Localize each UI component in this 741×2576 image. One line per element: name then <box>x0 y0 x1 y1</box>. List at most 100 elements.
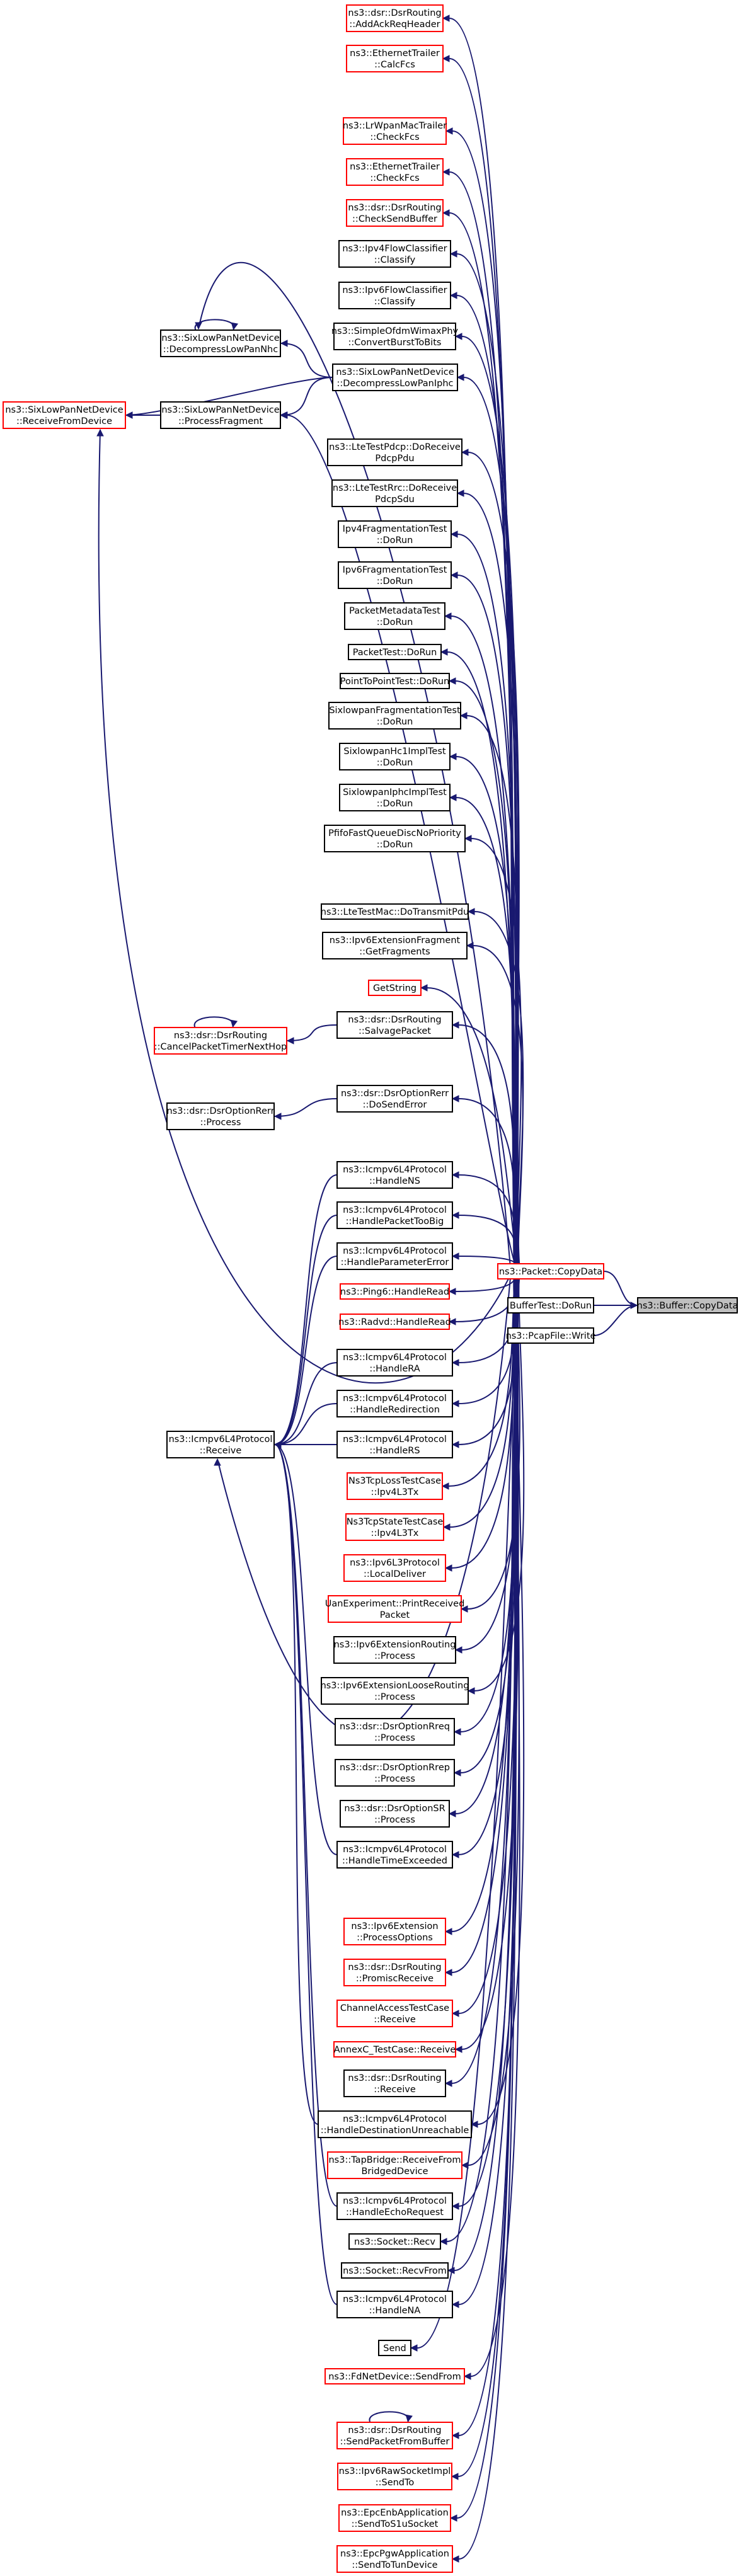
edge-n20-to-copydata-arrowhead <box>459 712 468 719</box>
node-ns3-socket-recv[interactable]: ns3::Socket::Recv <box>348 2233 441 2250</box>
node-ns3-icmpv6l4protocol-handlers[interactable]: ns3::Icmpv6L4Protocol::HandleRS <box>336 1431 453 1458</box>
node-label-line: SixlowpanHc1ImplTest <box>343 747 445 757</box>
edge-n30-to-copydata-arrowhead <box>451 1095 459 1102</box>
node-ns3tcplosstestcase-ipv4l3tx[interactable]: Ns3TcpLossTestCase::Ipv4L3Tx <box>347 1472 443 1500</box>
node-ns3-socket-recvfrom[interactable]: ns3::Socket::RecvFrom <box>341 2262 449 2279</box>
node-ns3-dsr-dsrrouting-receive[interactable]: ns3::dsr::DsrRouting::Receive <box>343 2069 446 2097</box>
node-ns3-ipv6extensionrouting-process[interactable]: ns3::Ipv6ExtensionRouting::Process <box>333 1636 456 1664</box>
node-ns3-sixlowpannetdevice-decompresslowpannhc[interactable]: ns3::SixLowPanNetDevice::DecompressLowPa… <box>160 329 281 357</box>
node-sixlowpanfragmentationtest-dorun[interactable]: SixlowpanFragmentationTest::DoRun <box>328 702 461 730</box>
node-ns3-epcenbapplication-sendtos1usocket[interactable]: ns3::EpcEnbApplication::SendToS1uSocket <box>338 2504 451 2532</box>
edge-n24-to-copydata-arrowhead <box>467 908 475 915</box>
node-label-line: ns3::LrWpanMacTrailer <box>343 121 447 131</box>
edge-n10-to-n12 <box>280 377 333 416</box>
node-ns3-dsr-dsrrouting-checksendbuffer[interactable]: ns3::dsr::DsrRouting::CheckSendBuffer <box>346 199 444 227</box>
node-channelaccesstestcase-receive[interactable]: ChannelAccessTestCase::Receive <box>336 2000 453 2027</box>
node-label-line: ::SalvagePacket <box>359 1026 431 1036</box>
node-box <box>343 1918 446 1945</box>
node-ns3-sixlowpannetdevice-processfragment[interactable]: ns3::SixLowPanNetDevice::ProcessFragment <box>160 401 281 429</box>
node-ns3-sixlowpannetdevice-receivefromdevice[interactable]: ns3::SixLowPanNetDevice::ReceiveFromDevi… <box>3 401 126 429</box>
node-ns3-ping6-handleread[interactable]: ns3::Ping6::HandleRead <box>340 1283 450 1300</box>
node-pointtopointtest-dorun[interactable]: PointToPointTest::DoRun <box>340 673 450 689</box>
edge-n54-to-copydata-arrowhead <box>444 1928 452 1935</box>
edge-n62-to-copydata-arrowhead <box>439 2238 447 2245</box>
node-box <box>340 673 450 689</box>
node-box <box>346 158 444 186</box>
node-ns3-pcapfile-write[interactable]: ns3::PcapFile::Write <box>506 1327 596 1344</box>
node-ns3-icmpv6l4protocol-handlens[interactable]: ns3::Icmpv6L4Protocol::HandleNS <box>336 1161 453 1189</box>
node-ns3-sixlowpannetdevice-decompresslowpaniphc[interactable]: ns3::SixLowPanNetDevice::DecompressLowPa… <box>332 364 458 391</box>
node-box <box>336 1011 453 1039</box>
node-ns3-icmpv6l4protocol-handlera[interactable]: ns3::Icmpv6L4Protocol::HandleRA <box>336 1349 453 1377</box>
node-ns3-ipv6l3protocol-localdeliver[interactable]: ns3::Ipv6L3Protocol::LocalDeliver <box>343 1554 446 1582</box>
node-sixlowpanhc1impltest-dorun[interactable]: SixlowpanHc1ImplTest::DoRun <box>339 743 451 770</box>
node-ns3-icmpv6l4protocol-receive[interactable]: ns3::Icmpv6L4Protocol::Receive <box>166 1431 275 1458</box>
node-ns3-ethernettrailer-calcfcs[interactable]: ns3::EthernetTrailer::CalcFcs <box>346 45 444 72</box>
node-sixlowpaniphcimpltest-dorun[interactable]: SixlowpanIphcImplTest::DoRun <box>339 784 451 811</box>
node-ns3-packet-copydata[interactable]: ns3::Packet::CopyData <box>497 1263 604 1279</box>
node-ipv6fragmentationtest-dorun[interactable]: Ipv6FragmentationTest::DoRun <box>338 561 452 589</box>
node-label-line: ::DecompressLowPanNhc <box>163 345 278 355</box>
edge-n40-to-n42 <box>274 1362 338 1445</box>
node-packetmetadatatest-dorun[interactable]: PacketMetadataTest::DoRun <box>344 602 445 630</box>
node-label-line: Packet <box>380 1610 410 1620</box>
node-ns3-simpleofdmwimaxphy-convertbursttobits[interactable]: ns3::SimpleOfdmWimaxPhy::ConvertBurstToB… <box>331 323 459 350</box>
node-ns3-ipv6flowclassifier-classify[interactable]: ns3::Ipv6FlowClassifier::Classify <box>338 282 451 309</box>
node-box <box>340 1283 450 1300</box>
node-ns3-dsr-dsroptionrreq-process[interactable]: ns3::dsr::DsrOptionRreq::Process <box>335 1718 455 1746</box>
edge-n10-to-copydata <box>463 377 517 1274</box>
node-ns3-fdnetdevice-sendfrom[interactable]: ns3::FdNetDevice::SendFrom <box>325 2368 465 2384</box>
edge-n64-to-n42-arrowhead <box>273 1441 282 1448</box>
node-ipv4fragmentationtest-dorun[interactable]: Ipv4FragmentationTest::DoRun <box>338 520 452 548</box>
edge-n67-self-loop-arrowhead <box>405 2414 413 2423</box>
node-ns3-ethernettrailer-checkfcs[interactable]: ns3::EthernetTrailer::CheckFcs <box>346 158 444 186</box>
node-packettest-dorun[interactable]: PacketTest::DoRun <box>348 644 442 660</box>
node-ns3-icmpv6l4protocol-handlepackettoobig[interactable]: ns3::Icmpv6L4Protocol::HandlePacketTooBi… <box>336 1201 453 1229</box>
node-label-line: ::CheckFcs <box>370 132 419 142</box>
node-label-line: ns3::dsr::DsrOptionRerr <box>166 1106 274 1116</box>
node-pfifofastqueuediscnopriority-dorun[interactable]: PfifoFastQueueDiscNoPriority::DoRun <box>324 825 466 852</box>
node-box <box>333 323 456 350</box>
node-box <box>340 1800 450 1828</box>
node-ns3-icmpv6l4protocol-handleechorequest[interactable]: ns3::Icmpv6L4Protocol::HandleEchoRequest <box>336 2192 453 2220</box>
node-ns3-icmpv6l4protocol-handlena[interactable]: ns3::Icmpv6L4Protocol::HandleNA <box>336 2291 453 2318</box>
node-send[interactable]: Send <box>378 2340 411 2356</box>
node-ns3-dsr-dsrrouting-sendpacketfrombuffer[interactable]: ns3::dsr::DsrRouting::SendPacketFromBuff… <box>336 2422 453 2449</box>
node-getstring[interactable]: GetString <box>368 980 422 996</box>
node-ns3-ipv6extension-processoptions[interactable]: ns3::Ipv6Extension::ProcessOptions <box>343 1918 446 1945</box>
node-ns3-radvd-handleread[interactable]: ns3::Radvd::HandleRead <box>338 1314 451 1330</box>
node-label-line: ChannelAccessTestCase <box>340 2003 449 2013</box>
node-label-line: ns3::EpcPgwApplication <box>340 2549 449 2559</box>
node-ns3-icmpv6l4protocol-handleredirection[interactable]: ns3::Icmpv6L4Protocol::HandleRedirection <box>336 1390 453 1417</box>
node-label-line: ns3::dsr::DsrRouting <box>348 2425 441 2436</box>
node-ns3-dsr-dsroptionrrep-process[interactable]: ns3::dsr::DsrOptionRrep::Process <box>335 1759 455 1787</box>
node-ns3-lrwpanmactrailer-checkfcs[interactable]: ns3::LrWpanMacTrailer::CheckFcs <box>343 117 447 145</box>
node-annexc-testcase-receive[interactable]: AnnexC_TestCase::Receive <box>333 2041 456 2058</box>
node-ns3-ipv6extensionfragment-getfragments[interactable]: ns3::Ipv6ExtensionFragment::GetFragments <box>322 932 468 959</box>
node-label-line: ns3::Icmpv6L4Protocol <box>343 1845 447 1855</box>
node-ns3-ipv4flowclassifier-classify[interactable]: ns3::Ipv4FlowClassifier::Classify <box>338 240 451 268</box>
node-ns3-dsr-dsrrouting-cancelpackettimernexthop[interactable]: ns3::dsr::DsrRouting::CancelPacketTimerN… <box>154 1027 287 1055</box>
node-label-line: ::DoRun <box>377 535 413 546</box>
node-ns3-ipv6extensionlooserouting-process[interactable]: ns3::Ipv6ExtensionLooseRouting::Process <box>321 1677 469 1705</box>
node-ns3-dsr-dsroptionrerr-process[interactable]: ns3::dsr::DsrOptionRerr::Process <box>166 1102 275 1130</box>
node-ns3-icmpv6l4protocol-handleparametererror[interactable]: ns3::Icmpv6L4Protocol::HandleParameterEr… <box>336 1242 453 1270</box>
node-ns3-dsr-dsrrouting-addackreqheader[interactable]: ns3::dsr::DsrRouting::AddAckReqHeader <box>346 4 444 32</box>
node-ns3-epcpgwapplication-sendtotundevice[interactable]: ns3::EpcPgwApplication::SendToTunDevice <box>336 2545 453 2573</box>
node-ns3-ipv6rawsocketimpl-sendto[interactable]: ns3::Ipv6RawSocketImpl::SendTo <box>337 2463 452 2490</box>
node-buffertest-dorun[interactable]: BufferTest::DoRun <box>507 1297 594 1314</box>
node-ns3-ltetestmac-dotransmitpdu[interactable]: ns3::LteTestMac::DoTransmitPdu <box>321 903 469 920</box>
node-label-line: ::SendTo <box>376 2478 415 2488</box>
node-ns3-icmpv6l4protocol-handletimeexceeded[interactable]: ns3::Icmpv6L4Protocol::HandleTimeExceede… <box>336 1841 453 1869</box>
node-ns3-icmpv6l4protocol-handledestinationunreachable[interactable]: ns3::Icmpv6L4Protocol::HandleDestination… <box>318 2110 472 2138</box>
node-ns3-dsr-dsroptionsr-process[interactable]: ns3::dsr::DsrOptionSR::Process <box>340 1800 450 1828</box>
node-ns3-dsr-dsrrouting-salvagepacket[interactable]: ns3::dsr::DsrRouting::SalvagePacket <box>336 1011 453 1039</box>
node-ns3-dsr-dsroptionrerr-dosenderror[interactable]: ns3::dsr::DsrOptionRerr::DoSendError <box>336 1085 453 1113</box>
node-ns3-dsr-dsrrouting-promiscreceive[interactable]: ns3::dsr::DsrRouting::PromiscReceive <box>343 1959 446 1986</box>
node-ns3tcpstatetestcase-ipv4l3tx[interactable]: Ns3TcpStateTestCase::Ipv4L3Tx <box>345 1513 444 1541</box>
